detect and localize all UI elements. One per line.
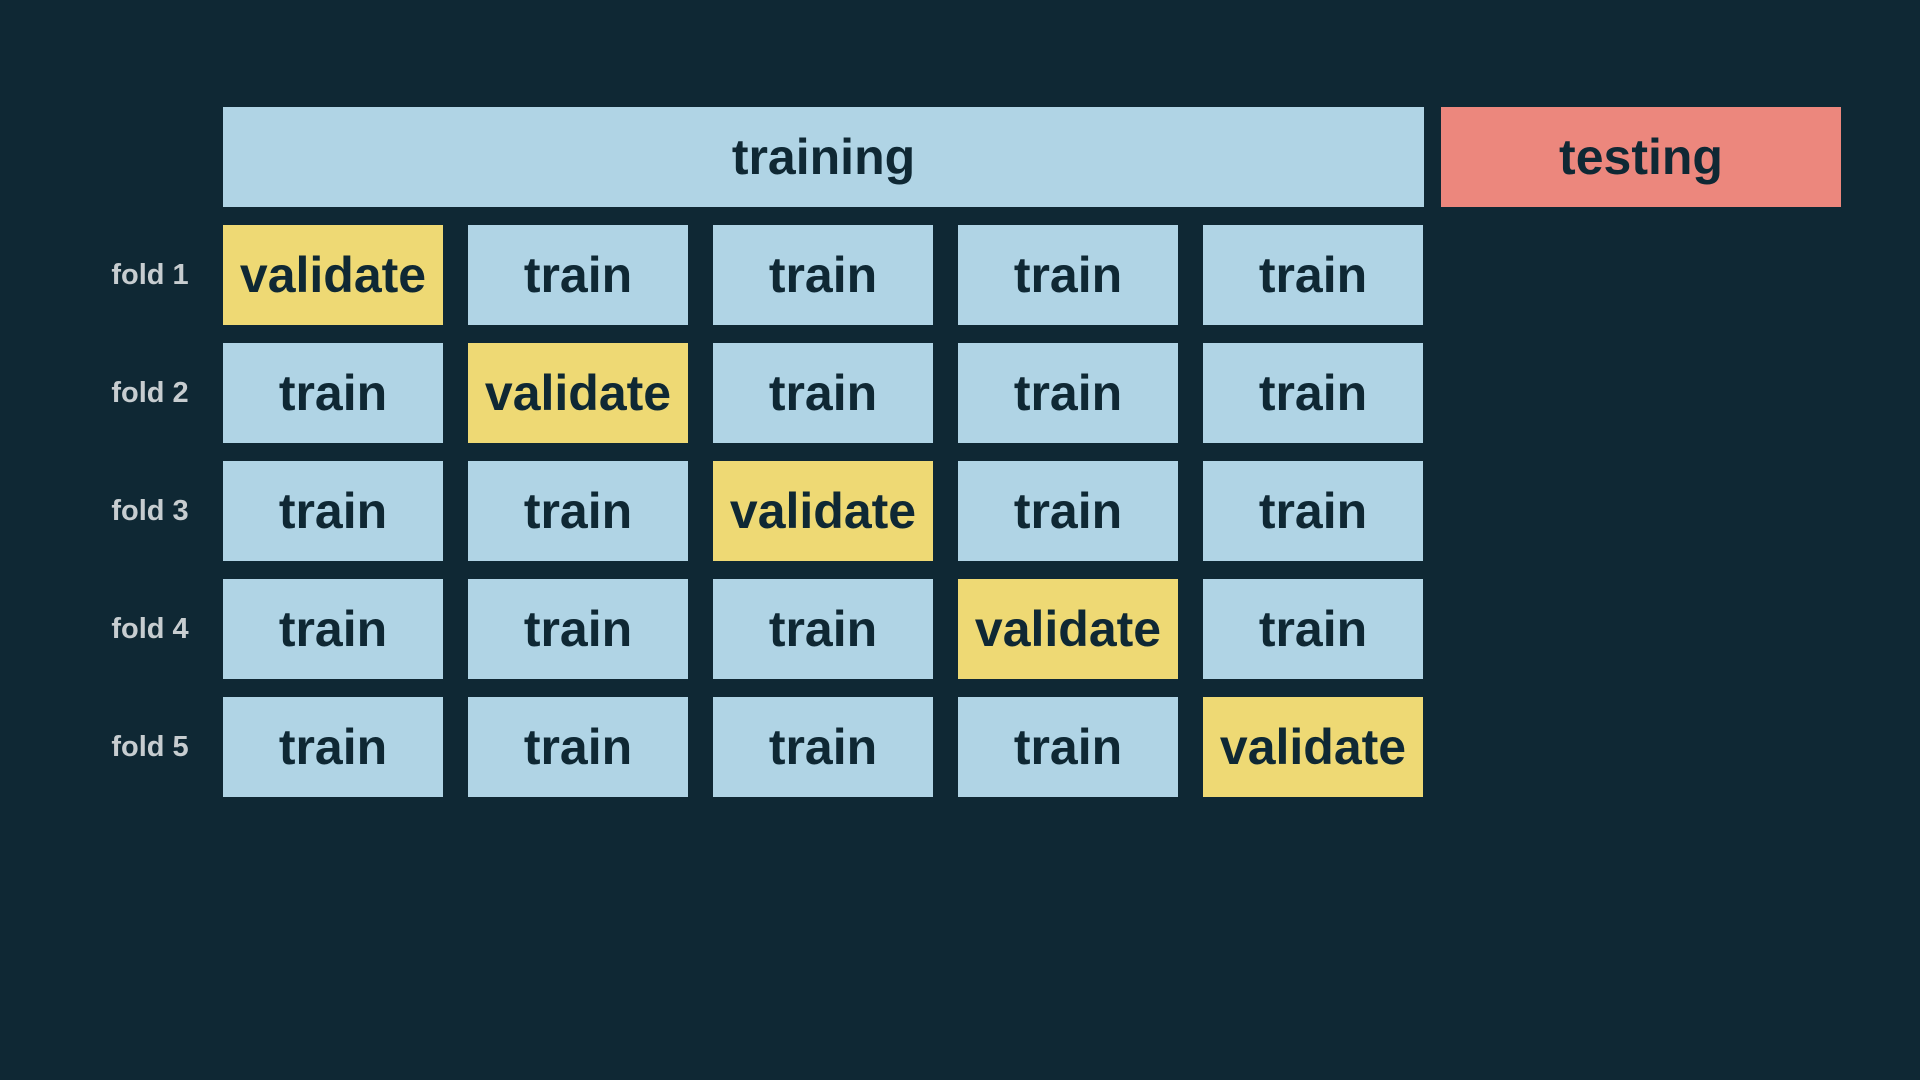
train-cell: train <box>223 697 443 797</box>
train-cell: train <box>958 461 1178 561</box>
train-cell: train <box>223 579 443 679</box>
validate-cell: validate <box>468 343 688 443</box>
train-cell: train <box>223 461 443 561</box>
train-cell: train <box>713 579 933 679</box>
train-cell: train <box>713 225 933 325</box>
train-cell: train <box>713 697 933 797</box>
fold-label: fold 2 <box>111 376 189 409</box>
train-cell: train <box>1203 225 1423 325</box>
validate-cell: validate <box>958 579 1178 679</box>
training-block: training <box>223 107 1424 207</box>
train-cell: train <box>468 461 688 561</box>
validate-cell: validate <box>1203 697 1423 797</box>
testing-block: testing <box>1441 107 1841 207</box>
train-cell: train <box>1203 343 1423 443</box>
validate-cell: validate <box>713 461 933 561</box>
train-cell: train <box>1203 579 1423 679</box>
fold-label: fold 5 <box>111 730 189 763</box>
fold-label: fold 1 <box>111 258 189 291</box>
train-cell: train <box>1203 461 1423 561</box>
train-cell: train <box>468 697 688 797</box>
train-cell: train <box>958 225 1178 325</box>
fold-label: fold 4 <box>111 612 189 645</box>
fold-label: fold 3 <box>111 494 189 527</box>
train-cell: train <box>468 225 688 325</box>
train-cell: train <box>468 579 688 679</box>
train-cell: train <box>713 343 933 443</box>
validate-cell: validate <box>223 225 443 325</box>
train-cell: train <box>958 343 1178 443</box>
train-cell: train <box>223 343 443 443</box>
train-cell: train <box>958 697 1178 797</box>
